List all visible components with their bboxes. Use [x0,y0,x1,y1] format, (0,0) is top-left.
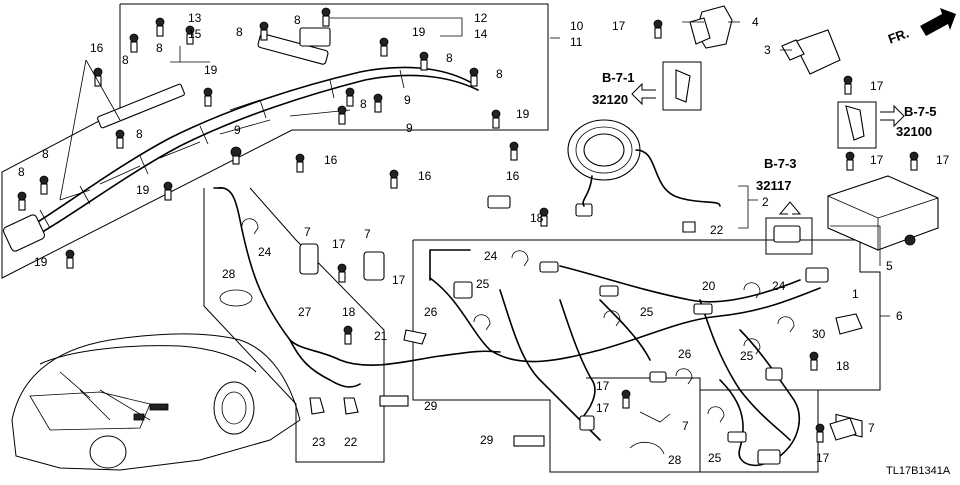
callout-8f: 8 [496,67,503,81]
callout-9a: 9 [404,93,411,107]
callout-8e: 8 [446,51,453,65]
callout-8d: 8 [122,53,129,67]
callout-8j: 8 [18,165,25,179]
section-ref-b75: B-7-5 [904,104,937,119]
callout-2: 2 [762,195,769,209]
forward-arrow [920,8,956,36]
callout-17h: 17 [332,237,346,251]
callout-17d: 17 [936,153,950,167]
ref-arrows [631,82,905,215]
callout-4: 4 [752,15,759,29]
ref-connectors [662,61,877,255]
callout-17b: 17 [870,79,884,93]
callout-25d: 25 [476,277,490,291]
callout-23: 23 [312,435,326,449]
callout-15: 15 [188,27,202,41]
callout-7d: 7 [364,227,371,241]
callout-29b: 29 [424,399,438,413]
callout-29a: 29 [480,433,494,447]
callout-24a: 24 [772,279,786,293]
srs-unit [827,175,939,438]
section-code-32117: 32117 [756,178,791,193]
callout-12: 12 [474,11,488,25]
callout-6: 6 [896,309,903,323]
floor-harness [429,249,829,467]
callout-19a: 19 [412,25,426,39]
callout-8g: 8 [360,97,367,111]
leader-lines [59,17,890,317]
callout-24b: 24 [484,249,498,263]
callout-17a: 17 [612,19,626,33]
harness-clips [241,218,863,455]
callout-19e: 19 [34,255,48,269]
section-refs: B-7-1 32120 B-7-5 32100 B-7-3 32117 [592,70,937,193]
callout-8a: 8 [294,13,301,27]
callout-17g: 17 [596,401,610,415]
callout-26a: 26 [678,347,692,361]
section-ref-b71: B-7-1 [602,70,635,85]
callout-19c: 19 [516,107,530,121]
callout-28b: 28 [222,267,236,281]
assembly-frames [1,3,881,473]
callout-7c: 7 [304,225,311,239]
callout-11: 11 [570,35,583,49]
callout-8c: 8 [236,25,243,39]
callout-19d: 19 [136,183,150,197]
left-harness [213,187,545,447]
callout-17c: 17 [870,153,884,167]
callout-25c: 25 [708,451,722,465]
callout-20: 20 [702,279,716,293]
callout-16d: 16 [506,169,520,183]
callout-26b: 26 [424,305,438,319]
callout-25a: 25 [740,349,754,363]
callout-1: 1 [852,287,859,301]
callout-16a: 16 [90,41,104,55]
callout-8i: 8 [42,147,49,161]
callout-24c: 24 [258,245,272,259]
callout-13: 13 [188,11,202,25]
callout-22a: 22 [710,223,724,237]
callout-5: 5 [886,259,893,273]
callout-19b: 19 [204,63,218,77]
section-code-32120: 32120 [592,92,628,107]
callout-17i: 17 [392,273,406,287]
callout-7a: 7 [868,421,875,435]
callout-18c: 18 [342,305,356,319]
callout-7b: 7 [682,419,689,433]
callout-14: 14 [474,27,488,41]
callout-27: 27 [298,305,312,319]
section-code-32100: 32100 [896,124,932,139]
diagram-code: TL17B1341A [886,465,951,477]
fastener-glyphs [17,7,919,443]
callout-3: 3 [764,43,771,57]
curtain-airbag-assembly [2,27,479,252]
callout-28a: 28 [668,453,682,467]
vehicle-outline [11,333,301,471]
callout-16c: 16 [418,169,432,183]
section-ref-b73: B-7-3 [764,156,797,171]
callout-25b: 25 [640,305,654,319]
callout-8h: 8 [136,127,143,141]
cable-reel [487,119,721,217]
callout-21: 21 [374,329,388,343]
callout-16b: 16 [324,153,338,167]
callout-9-label: 9 [234,123,241,137]
callout-labels: 13 15 12 14 10 11 8 19 8 8 16 8 8 8 19 9… [18,11,950,467]
callout-22b: 22 [344,435,358,449]
callout-18b: 18 [836,359,850,373]
callout-17f: 17 [596,379,610,393]
callout-17e: 17 [816,451,830,465]
side-sensors [689,5,841,75]
direction-label: FR. [886,25,911,46]
callout-18a: 18 [530,211,544,225]
callout-9b-top: 9 [406,121,413,135]
callout-30: 30 [812,327,826,341]
callout-8b: 8 [156,41,163,55]
callout-10: 10 [570,19,584,33]
